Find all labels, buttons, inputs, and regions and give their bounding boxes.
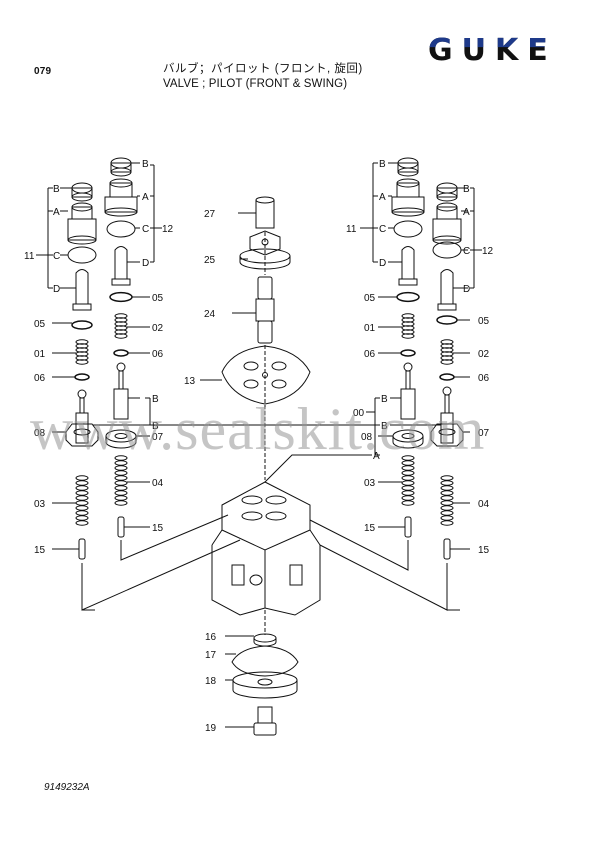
callout-left-06a: 06 xyxy=(34,373,46,384)
callout-left-02: 02 xyxy=(152,323,164,334)
right-valve-assembly xyxy=(82,157,482,611)
callout-left-04: 04 xyxy=(152,478,164,489)
callout-right-07: 07 xyxy=(478,428,490,439)
title-japanese: バルブ；パイロット (フロント, 旋回) xyxy=(163,63,363,75)
callout-18: 18 xyxy=(205,676,217,687)
callout-right-00-b2: B xyxy=(381,421,388,432)
callout-right-12-c: C xyxy=(463,246,470,257)
callout-right-15b: 15 xyxy=(478,545,490,556)
logo-text: GUKE xyxy=(428,33,557,68)
callout-right-03: 03 xyxy=(364,478,376,489)
callout-left-15a: 15 xyxy=(34,545,46,556)
callout-right-08: 08 xyxy=(361,432,373,443)
callout-left-11: 11 xyxy=(24,251,35,262)
callout-right-05a: 05 xyxy=(364,293,376,304)
callout-left-12-d: D xyxy=(142,258,149,269)
drawing-number: 9149232A xyxy=(44,782,90,793)
callout-left-b2: B xyxy=(152,421,159,432)
callout-17: 17 xyxy=(205,650,217,661)
callout-left-12-a: A xyxy=(142,192,149,203)
brand-logo: GUKE GUKE xyxy=(428,35,560,67)
callout-right-12-a: A xyxy=(463,207,470,218)
callout-right-05b: 05 xyxy=(478,316,490,327)
callout-left-12-b: B xyxy=(142,159,149,170)
callout-right-00: 00 xyxy=(353,408,365,419)
center-assembly xyxy=(200,196,372,736)
callout-left-b1: B xyxy=(152,394,159,405)
callout-left-11-b: B xyxy=(53,184,60,195)
logo-text-accent: GUKE xyxy=(428,33,557,68)
callout-left-08: 08 xyxy=(34,428,46,439)
callout-right-12: 12 xyxy=(482,246,494,257)
callout-right-01: 01 xyxy=(364,323,376,334)
callout-right-02: 02 xyxy=(478,349,490,360)
callout-right-04: 04 xyxy=(478,499,490,510)
callout-24: 24 xyxy=(204,309,216,320)
callout-right-06b: 06 xyxy=(478,373,490,384)
left-valve-assembly xyxy=(36,157,241,611)
title-english: VALVE ; PILOT (FRONT & SWING) xyxy=(163,78,348,90)
callout-left-11-c: C xyxy=(53,251,60,262)
callout-left-01: 01 xyxy=(34,349,46,360)
callout-left-11-a: A xyxy=(53,207,60,218)
callout-right-00-a: A xyxy=(373,451,380,462)
callout-left-03: 03 xyxy=(34,499,46,510)
callout-right-12-b: B xyxy=(463,184,470,195)
callout-left-05b: 05 xyxy=(152,293,164,304)
callout-27: 27 xyxy=(204,209,216,220)
callout-right-11-a: A xyxy=(379,192,386,203)
callout-left-15b: 15 xyxy=(152,523,164,534)
callout-left-12: 12 xyxy=(162,224,174,235)
callout-right-11: 11 xyxy=(346,224,357,235)
callout-left-06b: 06 xyxy=(152,349,164,360)
callout-right-12-d: D xyxy=(463,284,470,295)
callout-left-07: 07 xyxy=(152,432,164,443)
callout-25: 25 xyxy=(204,255,216,266)
callout-left-05a: 05 xyxy=(34,319,46,330)
callout-right-06a: 06 xyxy=(364,349,376,360)
callout-16: 16 xyxy=(205,632,217,643)
callout-right-15a: 15 xyxy=(364,523,376,534)
page-number: 079 xyxy=(34,66,52,77)
callout-right-11-b: B xyxy=(379,159,386,170)
callout-right-00-b1: B xyxy=(381,394,388,405)
page-title: バルブ；パイロット (フロント, 旋回) VALVE ; PILOT (FRON… xyxy=(163,62,363,92)
callout-19: 19 xyxy=(205,723,217,734)
callout-right-11-c: C xyxy=(379,224,386,235)
callout-13: 13 xyxy=(184,376,196,387)
callout-left-11-d: D xyxy=(53,284,60,295)
callout-left-12-c: C xyxy=(142,224,149,235)
callout-right-11-d: D xyxy=(379,258,386,269)
